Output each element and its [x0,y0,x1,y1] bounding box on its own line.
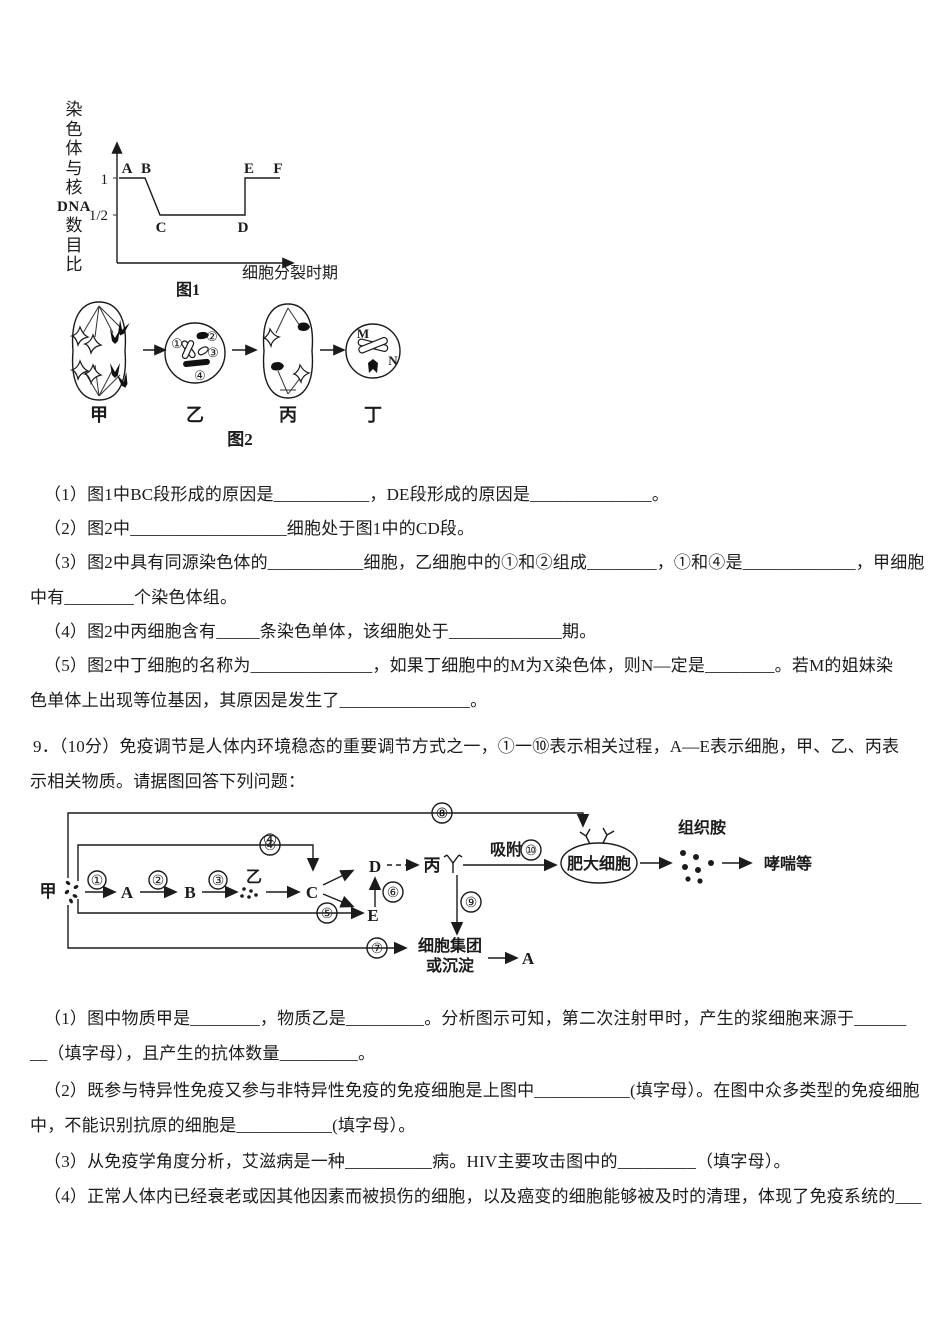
asthma-label: 哮喘等 [764,854,812,873]
figure1-chart: 1 1/2 A B C D E F 细胞分裂时期 图1 [89,141,338,299]
cell-B: B [184,883,195,902]
process-8-num: ⑧ [436,807,449,822]
q9-header-2: 示相关物质。请据图回答下列问题： [30,772,306,791]
process-3: ③ [212,874,225,889]
process-4-num: ④ [264,839,277,854]
yi-dots-icon [240,887,258,899]
process-7: ⑦ [371,942,384,957]
chromosomes-jia [69,319,130,388]
fig1-axes [111,141,295,269]
cell-D: D [369,857,381,876]
fig1-xlabel: 细胞分裂时期 [242,264,338,282]
fig1-ylabel-bottom: 数目比 [65,215,83,275]
q8-line-4: （4）图2中丙细胞含有_____条染色单体，该细胞处于_____________… [44,622,597,641]
fig2-caption: 图2 [227,430,253,449]
immune-flow-diagram: 甲 [40,802,812,975]
q9-sub1-line-a: （1）图中物质甲是________，物质乙是_________。分析图示可知，第… [44,1009,907,1028]
label-circle-2: ② [206,329,218,344]
q9-sub3-line: （3）从免疫学角度分析，艾滋病是一种__________病。HIV主要攻击图中的… [44,1152,791,1171]
q8-line-5b: 色单体上出现等位基因，其原因是发生了_______________。 [30,691,488,710]
label-circle-4: ④ [194,368,206,383]
q8-line-3b: 中有________个染色体组。 [30,588,238,607]
fig1-point-D: D [238,220,249,236]
cell-A: A [121,883,134,902]
label-N: N [388,353,398,368]
cell-bing [262,303,314,399]
process-10: ⑩ [525,844,538,859]
fig1-point-B: B [141,161,151,177]
path-5 [77,899,365,924]
path-4 [77,844,320,881]
label-M: M [357,326,369,341]
q9-sub1-line-b: __（填字母），且产生的抗体数量_________。 [30,1044,376,1063]
fig1-ylabel-dna: DNA [57,198,91,215]
q9-header-1: 9．（10分）免疫调节是人体内环境稳态的重要调节方式之一，①一⑩表示相关过程，A… [33,737,900,756]
label-substance-jia: 甲 [40,882,57,901]
fig1-point-E: E [244,161,254,177]
process-2: ② [152,874,165,889]
process-6: ⑥ [387,886,400,901]
process-8: ⑧ [436,807,449,822]
cell-jia [69,301,130,401]
fig1-point-A: A [122,161,133,177]
process-1: ① [91,874,104,889]
chromosomes-ding [357,336,389,373]
q9-sub2-line-b: 中，不能识别抗原的细胞是___________(填字母）。 [30,1116,416,1135]
figure2-cells: ① ② ③ ④ [69,301,401,449]
path-8 [67,812,590,878]
cell-label-bing: 丙 [279,405,297,425]
cell-label-yi: 乙 [186,405,204,425]
cell-ding: M N [345,323,401,379]
cell-C: C [306,883,318,902]
process-9: ⑨ [465,896,478,911]
mast-cell-label: 肥大细胞 [567,854,631,873]
cell-yi: ① ② ③ ④ [164,322,226,384]
c-branch-arrows [322,869,355,908]
antigen-dots-icon [64,880,79,904]
label-substance-bing: 丙 [424,856,441,875]
fig1-y-axis-label: 染色体与核 DNA 数目比 [53,100,95,275]
fig1-data-line [119,177,280,216]
mast-cell: 肥大细胞 [560,827,638,884]
chromosomes-bing [262,322,312,385]
label-circle-3: ③ [207,345,219,360]
q8-line-1: （1）图1中BC段形成的原因是___________，DE段形成的原因是____… [44,485,670,504]
cell-clump-label-2: 或沉淀 [426,956,475,975]
label-substance-yi: 乙 [246,869,262,886]
histamine-dots-icon [680,850,714,884]
fig1-ylabel-top: 染色体与核 [65,100,83,198]
q9-sub2-line-a: （2）既参与特异性免疫又参与非特异性免疫的免疫细胞是上图中___________… [44,1081,920,1100]
process-5: ⑤ [321,907,334,922]
fig1-point-C: C [156,220,167,236]
q8-line-2: （2）图2中__________________细胞处于图1中的CD段。 [44,519,475,538]
q8-line-3a: （3）图2中具有同源染色体的___________细胞，乙细胞中的①和②组成__… [44,553,925,572]
chromosomes-yi [181,331,210,368]
cell-clump-label-1: 细胞集团 [418,936,482,955]
q8-line-5a: （5）图2中丁细胞的名称为______________，如果丁细胞中的M为X染色… [44,656,894,675]
clump-target-A: A [522,949,535,968]
cell-E: E [367,906,378,925]
antibody-icon [443,854,463,873]
fig1-point-F: F [273,161,282,177]
fig1-tick-1: 1 [101,172,109,188]
histamine-label: 组织胺 [678,818,726,837]
bound-antibody-icons [579,827,615,845]
adsorb-label: 吸附 [490,840,522,859]
path-7 [67,905,408,959]
fig1-caption: 图1 [176,281,200,299]
q9-sub4-line: （4）正常人体内已经衰老或因其他因素而被损伤的细胞，以及癌变的细胞能够被及时的清… [44,1187,922,1206]
cell-label-ding: 丁 [364,405,382,425]
cell-label-jia: 甲 [90,405,108,425]
fig1-tick-half: 1/2 [89,208,108,224]
label-circle-1: ① [171,336,183,351]
